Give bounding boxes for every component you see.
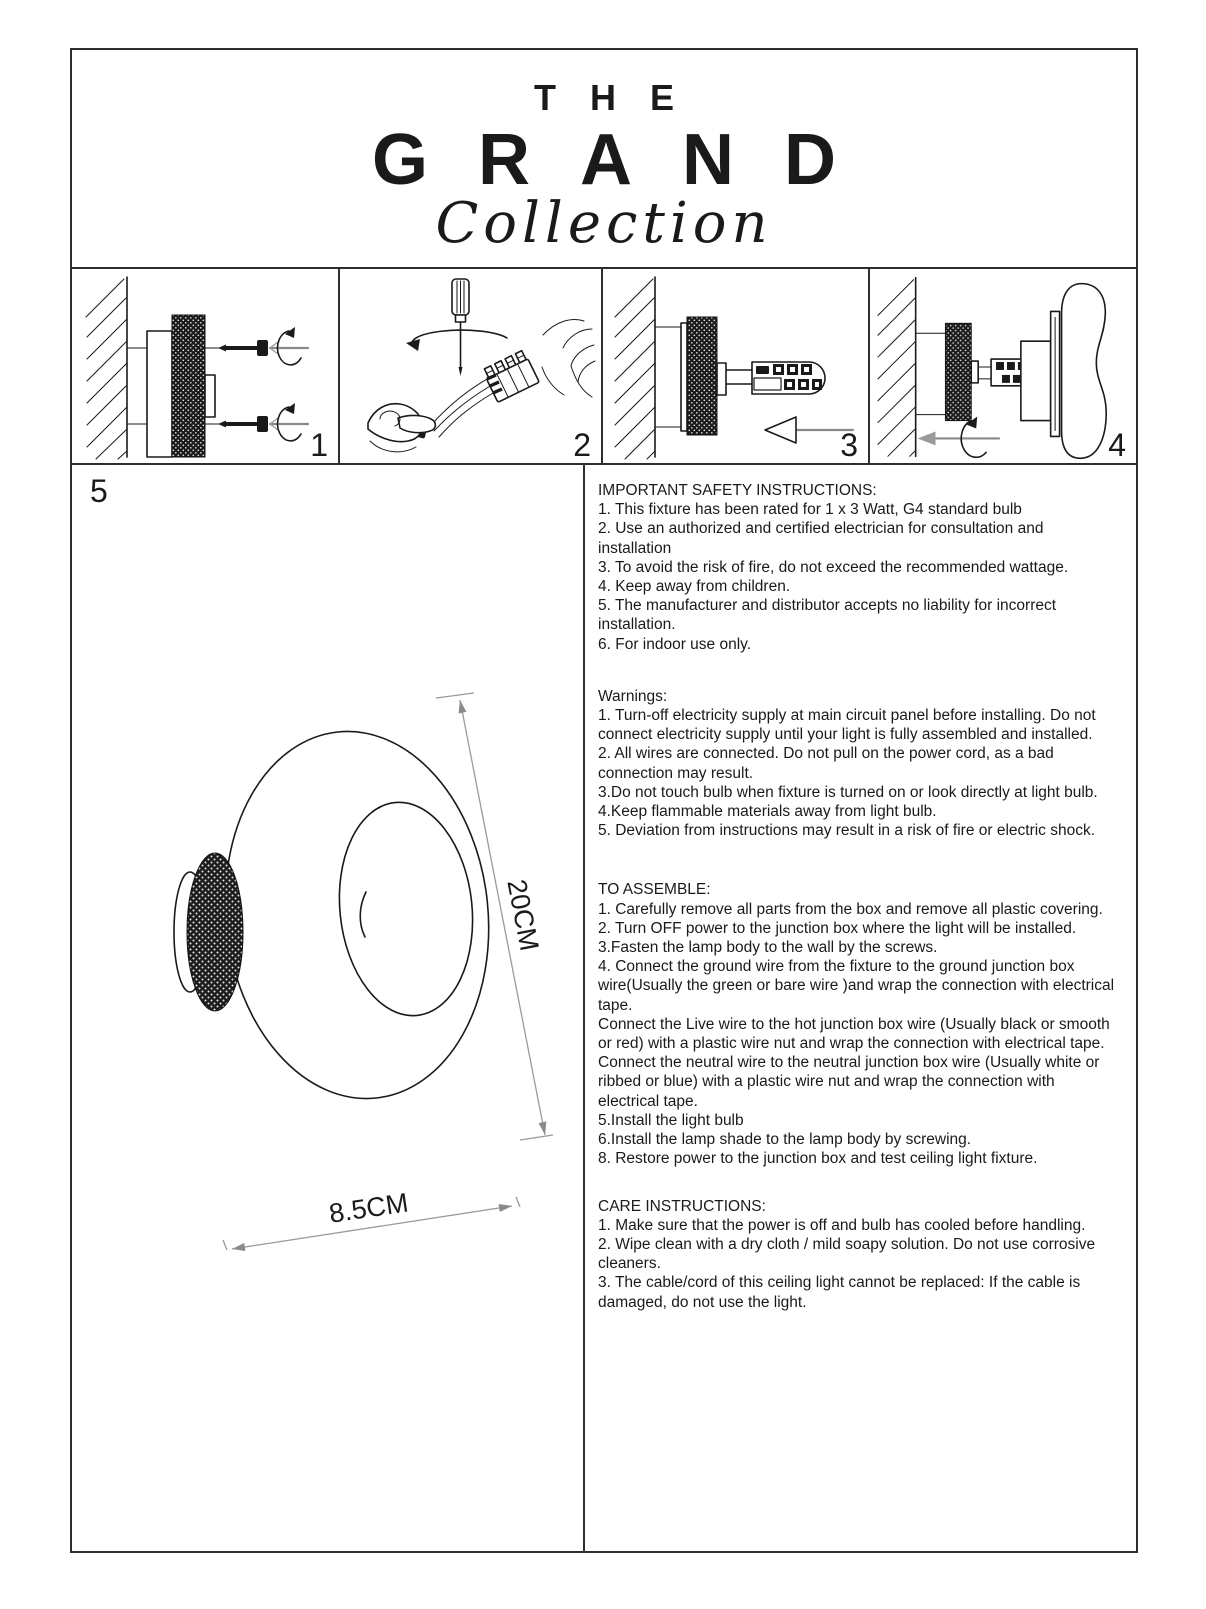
knurled-base [944, 322, 972, 422]
step-number-4: 4 [1108, 427, 1126, 463]
width-dimension: 8.5CM [222, 1187, 521, 1251]
screw-top [218, 327, 310, 366]
instruction-line: 1. This fixture has been rated for 1 x 3… [598, 501, 1022, 519]
instruction-sheet: THE GRAND Collection [70, 48, 1138, 1553]
rotation-arrow [406, 329, 508, 351]
step-number-5: 5 [90, 473, 108, 509]
instruction-line: Connect the neutral wire to the neutral … [598, 1054, 1100, 1110]
dimension-panel: 20CM 8.5CM 5 [72, 465, 585, 1551]
instruction-line: 5.Install the light bulb [598, 1111, 744, 1129]
instruction-line: 1. Carefully remove all parts from the b… [598, 900, 1103, 918]
bulb-insertion-diagram [614, 276, 855, 460]
organic-shade [1060, 282, 1108, 460]
step-2-panel: 2 [340, 269, 603, 463]
fixture-dimension-diagram: 20CM 8.5CM [173, 692, 554, 1251]
back-plate [680, 322, 688, 432]
insert-arrow [764, 416, 855, 444]
right-hand [541, 319, 596, 398]
brand-line-the: THE [534, 77, 708, 118]
brand-header: THE GRAND Collection [72, 50, 1136, 267]
section-heading: CARE INSTRUCTIONS: [598, 1197, 766, 1215]
instruction-line: 2. Turn OFF power to the junction box wh… [598, 919, 1077, 937]
rotate-arrow [917, 416, 1001, 459]
instruction-line: Connect the Live wire to the hot junctio… [598, 1015, 1110, 1053]
instruction-line: 1. Turn-off electricity supply at main c… [598, 707, 1096, 744]
brand-line-collection: Collection [435, 191, 773, 256]
instruction-line: 5. Deviation from instructions may resul… [598, 822, 1096, 840]
center-arc [359, 891, 367, 938]
instruction-line: 4. Keep away from children. [598, 578, 791, 596]
step-number-2: 2 [573, 427, 591, 463]
wall-hatch [85, 276, 128, 460]
instruction-line: 2. Use an authorized and certified elect… [598, 520, 1044, 557]
step-4-panel: 4 [870, 269, 1136, 463]
step-3-panel: 3 [603, 269, 870, 463]
instruction-line: 2. Wipe clean with a dry cloth / mild so… [598, 1235, 1096, 1273]
socket-stub [204, 374, 216, 418]
bracket-tabs [915, 332, 946, 416]
socket-stub [970, 360, 979, 384]
section-warnings: Warnings: 1. Turn-off electricity supply… [598, 687, 1118, 841]
instructions-text: IMPORTANT SAFETY INSTRUCTIONS: 1. This f… [585, 465, 1136, 1551]
step-number-1: 1 [310, 427, 328, 463]
shade-disc [224, 730, 490, 1100]
section-assemble: TO ASSEMBLE: 1. Carefully remove all par… [598, 880, 1118, 1168]
shade-hub [1020, 340, 1052, 422]
step-1-panel: 1 [72, 269, 340, 463]
width-label: 8.5CM [327, 1187, 410, 1228]
screw-bottom [218, 403, 310, 442]
step-number-3: 3 [840, 427, 858, 463]
instruction-line: 8. Restore power to the junction box and… [598, 1150, 1038, 1168]
led-chips [773, 364, 822, 390]
section-heading: TO ASSEMBLE: [598, 881, 711, 899]
g4-bulb [726, 361, 826, 395]
section-care: CARE INSTRUCTIONS: 1. Make sure that the… [598, 1197, 1118, 1312]
instruction-line: 4.Keep flammable materials away from lig… [598, 803, 937, 821]
left-hand [367, 402, 437, 453]
section-heading: Warnings: [598, 687, 668, 705]
installation-steps-strip: 1 [72, 267, 1136, 465]
lamp-body-side [146, 330, 173, 458]
instruction-line: 3. To avoid the risk of fire, do not exc… [598, 558, 1069, 576]
instruction-line: 3.Do not touch bulb when fixture is turn… [598, 783, 1098, 801]
instruction-line: 6. For indoor use only. [598, 635, 752, 653]
main-area: 20CM 8.5CM 5 IMPORTANT SAFETY INSTRUCTIO… [72, 465, 1136, 1551]
instruction-line: 3.Fasten the lamp body to the wall by th… [598, 939, 938, 957]
socket-stub [716, 362, 727, 396]
wires [429, 373, 503, 438]
wall-hatch [614, 276, 656, 460]
shade-plate [1049, 310, 1061, 438]
instruction-line: 5. The manufacturer and distributor acce… [598, 597, 1057, 634]
instruction-line: 1. Make sure that the power is off and b… [598, 1216, 1086, 1234]
wiring-diagram [367, 278, 596, 453]
brand-line-grand: GRAND [372, 120, 886, 200]
instruction-line: 3. The cable/cord of this ceiling light … [598, 1274, 1081, 1311]
instruction-line: 2. All wires are connected. Do not pull … [598, 745, 1054, 782]
knurled-mount [186, 852, 244, 1012]
screwdriver [451, 278, 470, 376]
wall-hatch [877, 276, 917, 458]
knurled-base [171, 314, 206, 458]
section-safety: IMPORTANT SAFETY INSTRUCTIONS: 1. This f… [598, 481, 1118, 654]
instruction-line: 4. Connect the ground wire from the fixt… [598, 958, 1115, 1014]
shade-attachment-diagram [877, 276, 1108, 460]
knurled-base [686, 316, 718, 436]
section-heading: IMPORTANT SAFETY INSTRUCTIONS: [598, 482, 877, 499]
inner-disc [338, 801, 474, 1017]
instruction-line: 6.Install the lamp shade to the lamp bod… [598, 1131, 972, 1149]
mount-base-diagram [85, 276, 310, 460]
